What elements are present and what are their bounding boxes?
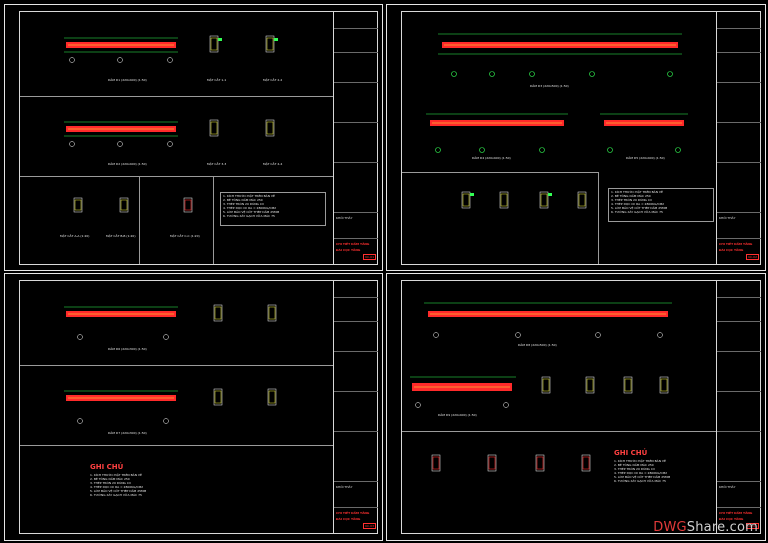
beam-label-d3: DẦM D3 (220x500) (1:50)	[530, 84, 569, 88]
beam-d5	[600, 113, 688, 153]
sheet-1[interactable]: DẦM D1 (220x400) (1:50) DẦM D2 (220x400)…	[4, 4, 383, 271]
title-block-drawing: CHI TIẾT DẦM TẦNG	[336, 511, 370, 515]
title-block-drawing: CHI TIẾT DẦM TẦNG	[719, 511, 753, 515]
beam-d6	[64, 306, 178, 340]
title-block-code: KC-01	[363, 254, 376, 260]
beam-label-d8: DẦM D8 (220x500) (1:50)	[518, 343, 557, 347]
beam-label-d4: DẦM D4 (220x400) (1:50)	[472, 156, 511, 160]
title-block-name: KHỐI THẦY	[719, 216, 736, 220]
title-block-sub: ĐÀI CỌC TẦNG	[719, 517, 744, 521]
section-label-3: MẶT CẮT 3-3	[207, 162, 227, 166]
sheet-4-frame: DẦM D8 (220x500) (1:50) DẦM D9 (220x400)…	[401, 280, 761, 534]
title-block-code: KC-03	[363, 523, 376, 529]
sheet-2-frame: DẦM D3 (220x500) (1:50) DẦM D4 (220x400)…	[401, 11, 761, 265]
sheet-3[interactable]: DẦM D6 (220x300) (1:50) DẦM D7 (220x300)…	[4, 273, 383, 541]
title-block: KHỐI THẦY CHI TIẾT DẦM TẦNG ĐÀI CỌC TẦNG…	[333, 281, 378, 533]
title-block: KHỐI THẦY CHI TIẾT DẦM TẦNG ĐÀI CỌC TẦNG…	[716, 281, 761, 533]
notes-heading: GHI CHÚ	[614, 449, 648, 457]
watermark-suffix: Share	[686, 520, 726, 535]
detail-label-b: MẶT CẮT B-B (1:20)	[106, 234, 136, 238]
title-block-name: KHỐI THẦY	[336, 216, 353, 220]
title-block-name: KHỐI THẦY	[719, 485, 736, 489]
title-block-code: KC-02	[746, 254, 759, 260]
sheet-1-drawing	[64, 35, 278, 213]
beam-d1	[64, 37, 178, 63]
title-block: KHỐI THẦY CHI TIẾT DẦM TẦNG ĐÀI CỌC TẦNG…	[333, 12, 378, 264]
sheet-4-drawing	[410, 302, 672, 472]
title-block-code: KC-04	[746, 523, 759, 529]
beam-d9	[410, 376, 516, 408]
detail-label-c: MẶT CẮT C-C (1:20)	[170, 234, 200, 238]
beam-d8	[424, 302, 672, 338]
sheet-3-drawing	[64, 304, 277, 424]
detail-label-a: MẶT CẮT A-A (1:20)	[60, 234, 90, 238]
title-block-sub: ĐÀI CỌC TẦNG	[719, 248, 744, 252]
notes-list: 1. KÍCH THƯỚC ĐẶT TRÊN BẢN VẼ 2. BÊ TÔNG…	[614, 459, 671, 483]
notes-box: 1. KÍCH THƯỚC ĐẶT TRÊN BẢN VẼ 2. BÊ TÔNG…	[608, 188, 714, 222]
sections-row-1	[209, 35, 278, 137]
sections-row	[461, 191, 587, 209]
beam-d2	[64, 121, 178, 147]
title-block-name: KHỐI THẦY	[336, 485, 353, 489]
beam-label-d1: DẦM D1 (220x400) (1:50)	[108, 78, 147, 82]
sections	[213, 304, 277, 406]
section-label-1: MẶT CẮT 1-1	[207, 78, 227, 82]
notes-list: 1. KÍCH THƯỚC ĐẶT TRÊN BẢN VẼ 2. BÊ TÔNG…	[90, 473, 147, 497]
beam-label-d2: DẦM D2 (220x400) (1:50)	[108, 162, 147, 166]
title-block-sub: ĐÀI CỌC TẦNG	[336, 517, 361, 521]
sheet-3-frame: DẦM D6 (220x300) (1:50) DẦM D7 (220x300)…	[19, 280, 378, 534]
beam-d4	[426, 113, 568, 153]
beam-label-d5: DẦM D5 (220x400) (1:50)	[626, 156, 665, 160]
details-row	[73, 197, 193, 213]
notes-box: 1. KÍCH THƯỚC ĐẶT TRÊN BẢN VẼ 2. BÊ TÔNG…	[220, 192, 326, 226]
dwgshare-watermark: DWGShare.com	[653, 520, 758, 535]
beam-label-d6: DẦM D6 (220x300) (1:50)	[108, 347, 147, 351]
beam-label-d9: DẦM D9 (220x400) (1:50)	[438, 413, 477, 417]
notes-heading: GHI CHÚ	[90, 463, 124, 471]
sections-mid	[541, 376, 669, 394]
watermark-tld: .com	[725, 520, 758, 535]
beam-d7	[64, 390, 178, 424]
sheet-1-frame: DẦM D1 (220x400) (1:50) DẦM D2 (220x400)…	[19, 11, 378, 265]
watermark-prefix: DWG	[653, 520, 687, 535]
title-block-drawing: CHI TIẾT DẦM TẦNG	[719, 242, 753, 246]
sheet-2[interactable]: DẦM D3 (220x500) (1:50) DẦM D4 (220x400)…	[386, 4, 766, 271]
sheet-2-drawing	[426, 33, 688, 209]
title-block-drawing: CHI TIẾT DẦM TẦNG	[336, 242, 370, 246]
section-label-4: MẶT CẮT 4-4	[263, 162, 283, 166]
title-block: KHỐI THẦY CHI TIẾT DẦM TẦNG ĐÀI CỌC TẦNG…	[716, 12, 761, 264]
beam-label-d7: DẦM D7 (220x300) (1:50)	[108, 431, 147, 435]
sheet-4[interactable]: DẦM D8 (220x500) (1:50) DẦM D9 (220x400)…	[386, 273, 766, 541]
section-label-2: MẶT CẮT 2-2	[263, 78, 283, 82]
sections-bottom	[431, 454, 591, 472]
beam-d3	[438, 33, 682, 77]
title-block-sub: ĐÀI CỌC TẦNG	[336, 248, 361, 252]
